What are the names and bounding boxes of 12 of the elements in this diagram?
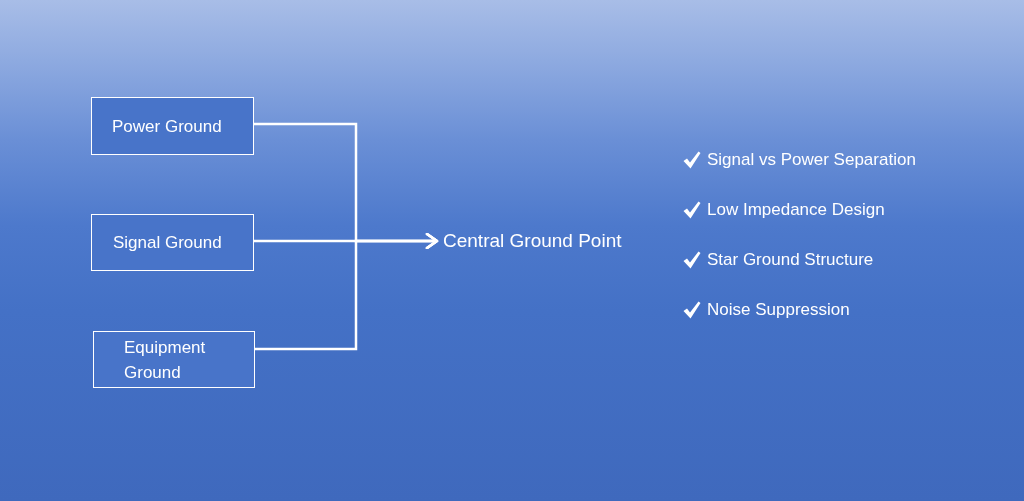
- box-label: Power Ground: [112, 115, 222, 138]
- process-box: [91, 97, 254, 155]
- box-label: Signal Ground: [113, 232, 222, 254]
- checklist-item: Noise Suppression: [707, 299, 850, 321]
- process-box: [91, 214, 254, 271]
- checklist-item: Signal vs Power Separation: [707, 149, 916, 171]
- node-label: Central Ground Point: [443, 228, 639, 254]
- arrow: [255, 232, 439, 351]
- process-box: [93, 331, 255, 388]
- checklist-item: Star Ground Structure: [707, 249, 874, 271]
- box-label: Equipment Ground: [124, 336, 207, 384]
- checklist-item: Low Impedance Design: [707, 199, 885, 221]
